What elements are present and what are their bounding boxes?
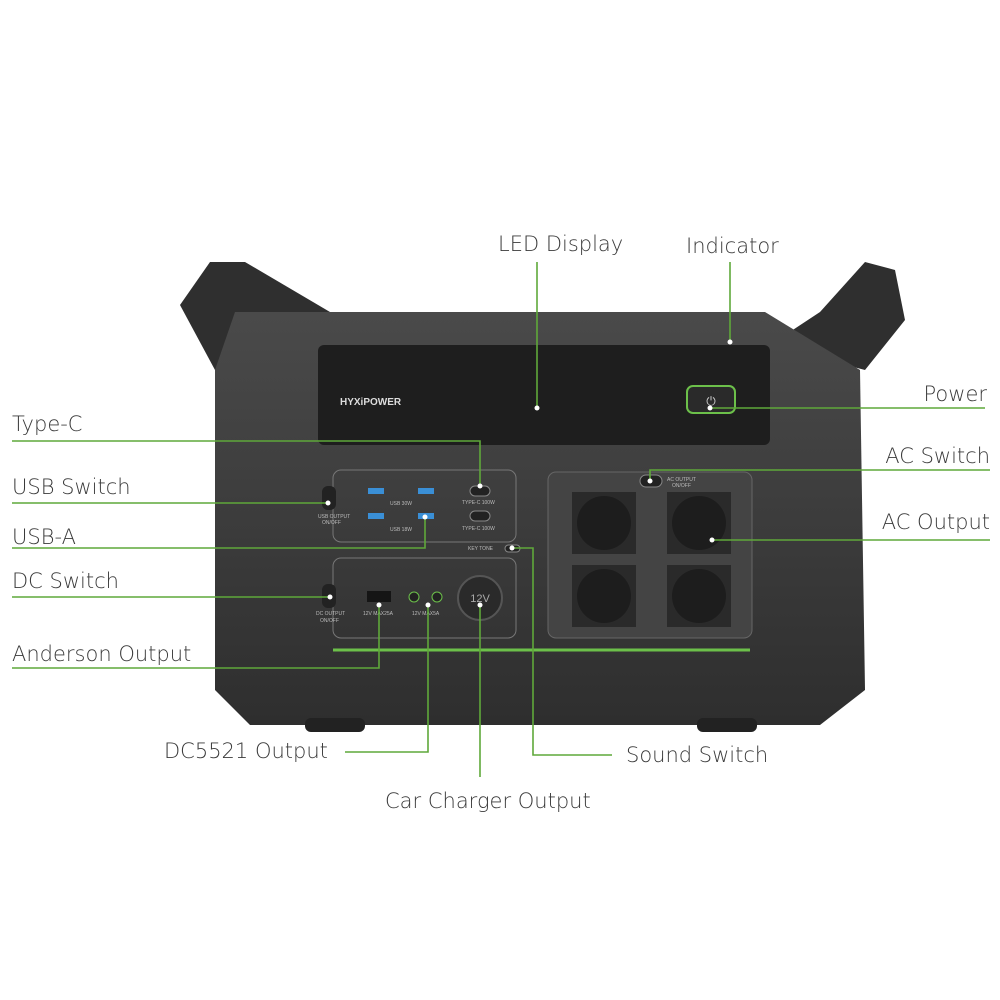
callout-dc5521-output: DC5521 Output: [164, 739, 328, 763]
power-button[interactable]: [686, 385, 736, 414]
usb-18w-text: USB 18W: [390, 527, 412, 533]
leader-lines: [12, 262, 990, 777]
callout-power: Power: [924, 382, 988, 406]
ac-sockets: [572, 492, 731, 627]
callout-anderson-output: Anderson Output: [12, 642, 191, 666]
brand-logo: HYXiPOWER: [340, 397, 402, 408]
foot: [697, 718, 757, 732]
dc5521-port[interactable]: [408, 591, 420, 603]
key-tone-text: KEY TONE: [468, 546, 494, 552]
dc-output-text: DC OUTPUT: [316, 611, 345, 617]
callout-dc-switch: DC Switch: [12, 569, 119, 593]
ac-onoff-text: ON/OFF: [672, 483, 691, 489]
usb-a-port[interactable]: [418, 488, 434, 494]
usb-onoff-text: ON/OFF: [322, 520, 341, 526]
callout-ac-output: AC Output: [882, 510, 990, 534]
typec-text: TYPE-C 100W: [462, 526, 495, 532]
usb-output-text: USB OUTPUT: [318, 514, 350, 520]
callout-ac-switch: AC Switch: [885, 444, 990, 468]
callout-usb-switch: USB Switch: [12, 475, 131, 499]
usb-30w-text: USB 30W: [390, 501, 412, 507]
typec-text: TYPE-C 100W: [462, 500, 495, 506]
ac-output-text: AC OUTPUT: [667, 477, 696, 483]
callout-sound-switch: Sound Switch: [626, 743, 768, 767]
dc5521-port[interactable]: [431, 591, 443, 603]
car-charger-label: 12V: [470, 593, 490, 605]
callout-led-display: LED Display: [498, 232, 623, 256]
callout-type-c: Type-C: [12, 412, 82, 436]
foot: [305, 718, 365, 732]
callout-usb-a: USB-A: [12, 525, 76, 549]
callout-car-charger-output: Car Charger Output: [385, 789, 591, 813]
power-icon: ⏻: [706, 394, 716, 408]
anderson-port[interactable]: [367, 591, 391, 602]
usb-a-port[interactable]: [368, 513, 384, 519]
type-c-port[interactable]: [469, 510, 491, 522]
usb-a-port[interactable]: [368, 488, 384, 494]
usb-switch[interactable]: [322, 486, 336, 510]
dc5521-rating: 12V MAX5A: [412, 611, 440, 617]
dc-onoff-text: ON/OFF: [320, 618, 339, 624]
led-display-panel: [318, 345, 770, 445]
callout-indicator: Indicator: [686, 234, 779, 258]
